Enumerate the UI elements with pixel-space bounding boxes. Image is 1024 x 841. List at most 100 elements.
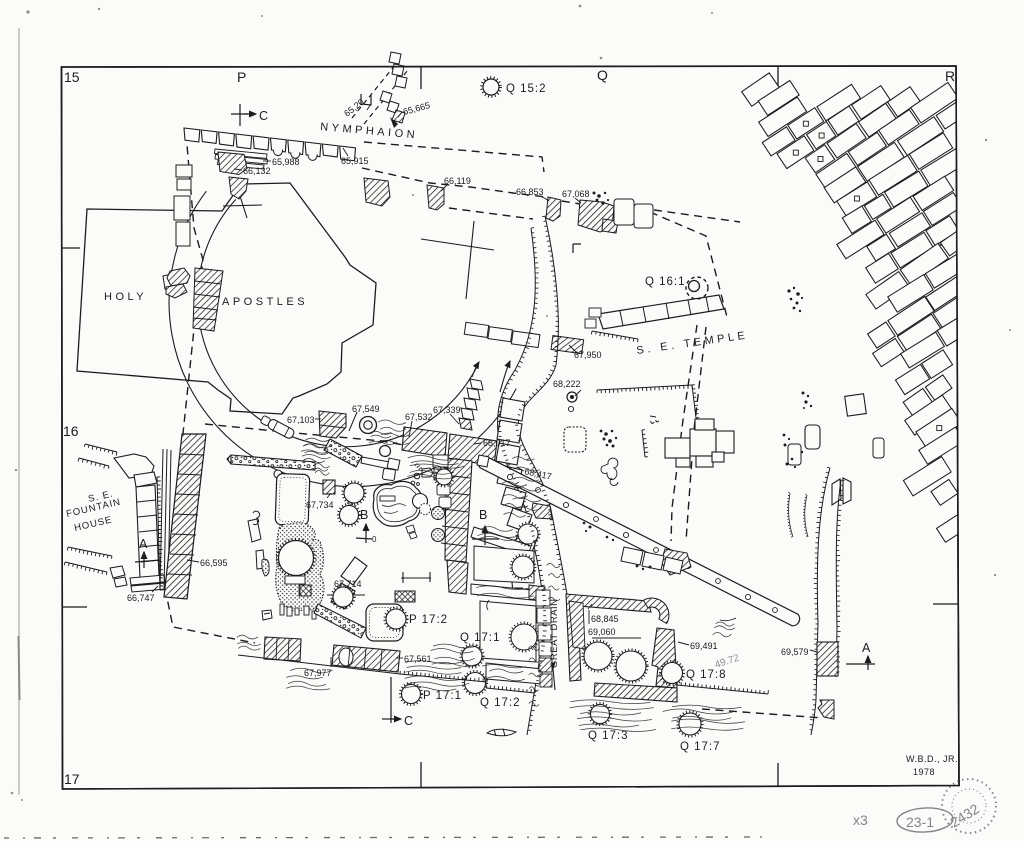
well-q17-3 (587, 701, 613, 727)
pencil-23-1: 23-1 (906, 814, 934, 830)
central-excavation (226, 410, 498, 595)
west-room-complex (247, 473, 367, 639)
mint-structure (565, 593, 690, 703)
pit-circle-1 (341, 480, 367, 506)
well-q17-2 (461, 669, 489, 697)
hatched-block-d5 (817, 699, 835, 720)
label-section-b-right: B (479, 508, 487, 522)
label-zero: 0 (372, 535, 377, 544)
embossed-stamp (941, 778, 997, 834)
trench-69579 (809, 467, 842, 736)
pit-circle-3 (330, 584, 356, 610)
label-section-a-left: A (139, 537, 148, 551)
label-great-drain: GREAT DRAIN (549, 598, 560, 668)
late-wall-block-field (740, 72, 959, 544)
label-67-977: 67,977 (304, 668, 332, 678)
east-scatter-stones (782, 286, 885, 539)
well-q17-8 (658, 659, 686, 687)
temple-north-walls (363, 177, 654, 234)
survey-cross-church (222, 195, 263, 219)
well-p17-2 (383, 606, 409, 632)
label-section-a-right: A (862, 641, 871, 655)
label-68-845: 68,845 (591, 614, 619, 624)
grid-label-17: 17 (64, 771, 80, 787)
label-house: HOUSE (73, 514, 113, 533)
church-plot-outline (76, 182, 377, 415)
excavation-boundaries (165, 132, 824, 719)
label-66-132: 66,132 (243, 166, 271, 176)
section-marker-c-top (231, 104, 258, 126)
label-q15-2: Q 15:2 (506, 83, 547, 95)
label-65-665: 65,665 (402, 100, 431, 117)
section-a-right (846, 654, 875, 670)
label-67-339: 67,339 (433, 405, 461, 415)
stepped-wall-ladder (458, 378, 484, 431)
label-66-853: 66,853 (516, 187, 544, 197)
pit-circle-2 (336, 502, 362, 528)
label-apostles: APOSTLES (222, 296, 308, 308)
label-section-b-left: B (360, 508, 368, 522)
label-67-561: 67,561 (404, 654, 432, 664)
pencil-note: 49.72 (714, 653, 742, 671)
label-67-714: 67,714 (334, 579, 362, 589)
label-65-915: 65,915 (341, 156, 369, 166)
label-year: 1978 (913, 767, 935, 777)
church-west-wall (162, 267, 224, 332)
label-67-734: 67,734 (306, 500, 334, 510)
well-q17-7 (676, 710, 704, 738)
label-q17-1: Q 17:1 (460, 632, 501, 644)
pebble-cluster-1 (599, 429, 618, 448)
section-b-right (472, 524, 499, 545)
grid-label-16: 16 (63, 423, 79, 439)
label-67-532: 67,532 (405, 412, 433, 422)
label-section-c-bottom: C (404, 714, 413, 728)
stone-lens (485, 728, 518, 737)
label-68-222: 68,222 (553, 379, 581, 389)
stones-68222 (566, 391, 578, 413)
label-section-c-top: C (259, 109, 268, 123)
pebble-cluster-2 (592, 191, 610, 205)
label-66-119: 66,119 (444, 176, 471, 186)
grid-label-p: P (237, 69, 246, 85)
label-p17-1: P 17:1 (423, 690, 462, 702)
label-q17-8: Q 17:8 (686, 669, 727, 681)
section-b-left (355, 522, 373, 543)
label-69-579: 69,579 (781, 647, 809, 657)
label-holy: HOLY (104, 291, 147, 303)
section-c-bottom (382, 677, 403, 723)
generated-decorations (63, 215, 845, 732)
well-q15-2 (480, 76, 502, 98)
section-markers (134, 522, 875, 723)
label-66-595: 66,595 (200, 558, 228, 568)
grid-label-15: 15 (64, 69, 80, 85)
label-q17-7: Q 17:7 (680, 741, 721, 753)
label-69-060: 69,060 (588, 627, 616, 637)
temple-scatter-stones (563, 191, 660, 486)
label-68-017: 68,017 (483, 438, 511, 448)
section-a-left (134, 550, 162, 568)
pencil-marks (896, 778, 997, 834)
label-67-068: 67,068 (562, 189, 590, 199)
diagonal-block-bar (476, 454, 801, 627)
grid-label-q: Q (597, 67, 608, 83)
label-67-103: 67,103 (287, 415, 315, 425)
label-nymphaion: NYMPHAION (320, 121, 419, 142)
label-q17-3: Q 17:3 (588, 730, 629, 742)
se-temple (463, 243, 735, 468)
pencil-x3: x3 (853, 812, 868, 828)
label-67-950: 67,950 (574, 350, 602, 360)
label-65-988: 65,988 (272, 157, 300, 167)
blocks-row-mid (582, 521, 684, 575)
label-q16-1: Q 16:1 (645, 276, 686, 288)
label-q17-2: Q 17:2 (480, 697, 521, 709)
label-67-549: 67,549 (352, 404, 380, 414)
label-author: W.B.D., JR. (906, 754, 958, 764)
nymphaion-structures (173, 51, 408, 247)
leader-lines (151, 103, 582, 659)
label-p17-2: P 17:2 (409, 614, 448, 626)
survey-cross-court (420, 220, 495, 300)
east-rooms (470, 521, 737, 688)
map-frame-overlay (60, 65, 960, 790)
